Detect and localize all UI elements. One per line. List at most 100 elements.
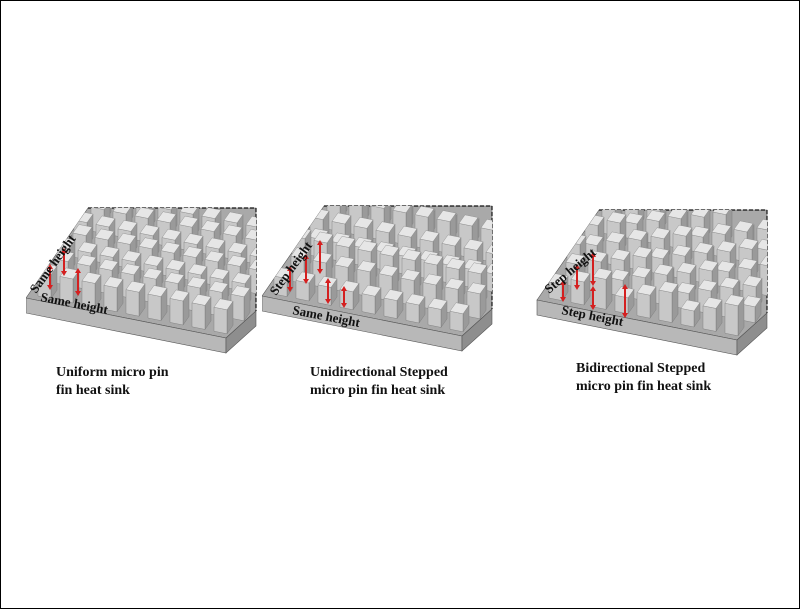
uniform-heat-sink-illustration: Same height Same height: [25, 207, 257, 354]
pin-top: [675, 282, 696, 294]
pin-top: [208, 281, 229, 293]
pin-top: [672, 224, 693, 237]
pin-top: [95, 215, 116, 228]
pin-top: [204, 250, 225, 263]
arrow-head-up: [341, 286, 347, 291]
micro-pin-fin: [361, 284, 382, 315]
pin-top: [117, 220, 138, 232]
pin-top: [76, 254, 97, 267]
pin-side: [494, 222, 500, 263]
pin-top: [103, 276, 124, 289]
pin-top: [680, 299, 701, 312]
pin-top: [164, 272, 185, 284]
pin-top: [741, 295, 762, 308]
double-arrow-icon: [47, 264, 53, 290]
pin-top: [244, 229, 256, 241]
pin-top: [737, 258, 758, 270]
pin-top: [645, 210, 666, 222]
micro-pin-fin: [213, 298, 234, 335]
pin-top: [94, 228, 115, 241]
base-side-face: [736, 312, 768, 356]
pin-front: [125, 289, 140, 317]
pin-top: [436, 210, 457, 222]
pin-side: [774, 259, 780, 284]
pin-top: [179, 208, 200, 215]
pin-top: [142, 267, 163, 280]
pin-top: [186, 276, 207, 289]
pin-top: [178, 215, 199, 228]
double-arrow-icon: [325, 278, 331, 304]
caption-bidirectional: Bidirectional Stepped micro pin fin heat…: [576, 360, 711, 396]
pin-top: [755, 239, 767, 251]
pin-side: [499, 246, 502, 279]
pin-top: [422, 273, 443, 286]
pin-front: [724, 302, 739, 337]
pin-top: [690, 210, 711, 218]
pin-top: [400, 269, 421, 281]
pin-top: [226, 255, 247, 267]
pin-top: [484, 263, 492, 276]
pin-top: [209, 268, 230, 280]
pin-top: [676, 262, 697, 274]
pin-top: [356, 260, 377, 273]
micro-pin-fin: [230, 285, 251, 322]
pin-top: [157, 208, 178, 211]
micro-pin-fin: [103, 276, 124, 313]
pin-top: [583, 234, 604, 246]
arrow-head-down: [590, 305, 596, 310]
double-arrow-icon: [590, 252, 596, 286]
pin-top: [467, 262, 488, 275]
pin-top: [182, 246, 203, 258]
pin-top: [697, 279, 718, 292]
pin-top: [230, 285, 251, 298]
pin-top: [738, 238, 759, 250]
pin-top: [125, 280, 146, 293]
pin-top: [201, 208, 222, 219]
panel-unidirectional: Step height Same height: [261, 204, 502, 361]
double-arrow-icon: [622, 284, 628, 318]
pin-top: [350, 204, 369, 205]
micro-pin-fin: [427, 298, 448, 329]
micro-pin-fin: [741, 295, 762, 324]
pin-top: [485, 243, 492, 256]
pin-top: [631, 266, 652, 279]
micro-pin-fin: [724, 294, 745, 337]
pin-front: [779, 225, 792, 258]
caption-line: Unidirectional Stepped: [310, 365, 448, 380]
pin-top: [112, 208, 133, 215]
pin-top: [419, 230, 440, 242]
arrow-head-down: [590, 281, 596, 286]
caption-unidirectional: Unidirectional Stepped micro pin fin hea…: [310, 364, 448, 400]
arrow-head-down: [317, 269, 323, 274]
micro-pin-fin: [636, 283, 657, 319]
pin-top: [592, 268, 613, 280]
arrow-head-up: [61, 248, 67, 253]
pin-top: [693, 242, 714, 254]
pin-top: [667, 210, 688, 220]
pin-top: [121, 250, 142, 263]
pin-side: [498, 266, 502, 293]
pin-top: [81, 272, 102, 284]
micro-pin-fin: [449, 302, 470, 333]
arrow-head-down: [574, 285, 580, 290]
micro-pin-fin: [405, 293, 426, 324]
pin-top: [427, 298, 448, 310]
arrow-head-up: [560, 280, 566, 285]
pin-top: [653, 263, 674, 276]
pin-front: [778, 245, 791, 271]
pin-top: [139, 224, 160, 237]
caption-line: Uniform micro pin: [56, 365, 169, 380]
arrow-head-up: [325, 278, 331, 283]
pin-top: [213, 298, 234, 311]
micro-pin-fin: [147, 285, 168, 322]
arrow-head-down: [341, 303, 347, 308]
arrow-head-up: [75, 268, 81, 273]
pin-front: [191, 302, 206, 330]
micro-pin-fin: [778, 237, 792, 271]
pin-array: [37, 208, 256, 335]
pin-top: [423, 253, 444, 266]
pin-top: [449, 302, 470, 315]
micro-pin-fin: [702, 297, 723, 333]
pin-top: [313, 231, 334, 244]
double-arrow-icon: [574, 264, 580, 290]
